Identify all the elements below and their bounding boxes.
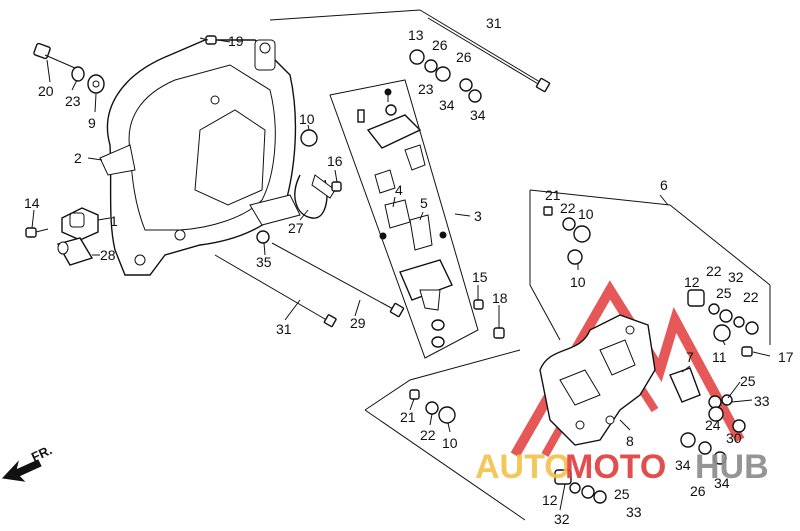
callout-8: 8 [626, 433, 634, 449]
bracket-6-parts [543, 206, 759, 357]
stud-31-lower [214, 254, 337, 328]
watermark-text-hub: HUB [695, 448, 769, 486]
callout-32-bottom: 32 [554, 511, 570, 527]
callout-26-a: 26 [432, 37, 448, 53]
callout-31-upper: 31 [486, 15, 502, 31]
callout-labels: 19 20 23 9 2 14 1 28 35 31 29 27 10 16 4… [24, 15, 794, 527]
callout-34-c: 34 [675, 457, 691, 473]
bracket-3-parts [357, 88, 453, 348]
bolt-15 [473, 299, 484, 310]
callout-1: 1 [110, 213, 118, 229]
leader-lines [31, 39, 771, 511]
callout-26-b: 26 [456, 49, 472, 65]
callout-5: 5 [420, 195, 428, 211]
callout-23-left: 23 [65, 93, 81, 109]
callout-25-mid: 25 [740, 373, 756, 389]
callout-22-bottom: 22 [420, 427, 436, 443]
callout-13: 13 [408, 27, 424, 43]
callout-11: 11 [712, 349, 727, 365]
washer-23-left [71, 66, 85, 82]
callout-21-bottom: 21 [400, 409, 416, 425]
callout-28: 28 [100, 247, 116, 263]
callout-22-c: 22 [743, 289, 759, 305]
callout-12-right: 12 [684, 274, 700, 290]
callout-19: 19 [228, 33, 244, 49]
callout-12-bottom: 12 [542, 492, 558, 508]
callout-33-right: 33 [754, 393, 770, 409]
grommet-28 [56, 237, 94, 266]
bracket-group-frame-8 [364, 349, 526, 521]
gear-case-housing [99, 39, 301, 276]
callout-20: 20 [38, 83, 54, 99]
bracket-group-frame-3 [329, 79, 479, 359]
callout-15: 15 [472, 269, 488, 285]
bolt-14 [25, 227, 49, 238]
clamp-1 [61, 207, 99, 241]
lower-left-hardware [409, 389, 607, 504]
callout-9: 9 [88, 115, 96, 131]
callout-22-b: 22 [706, 263, 722, 279]
callout-16: 16 [327, 153, 343, 169]
callout-2: 2 [74, 150, 82, 166]
callout-34-a: 34 [439, 97, 455, 113]
group-frame-top [269, 9, 546, 86]
callout-33-bottom: 33 [626, 504, 642, 520]
callout-32-right: 32 [728, 269, 744, 285]
watermark-text: AUTO MOTO HUB [475, 448, 769, 486]
stud-29 [271, 242, 405, 318]
callout-26-c: 26 [690, 483, 706, 499]
callout-23-top: 23 [418, 81, 434, 97]
callout-17: 17 [778, 349, 794, 365]
callout-10-right: 10 [578, 206, 594, 222]
callout-10-top: 10 [299, 111, 315, 127]
callout-10-mid: 10 [570, 274, 586, 290]
bolt-16 [331, 181, 342, 192]
callout-34-b: 34 [470, 107, 486, 123]
callout-35: 35 [256, 254, 272, 270]
cable-clamp-27 [294, 174, 336, 219]
front-direction-label: FR. [29, 442, 54, 464]
front-direction-arrow: FR. [1, 442, 54, 482]
watermark-text-auto: AUTO [475, 448, 571, 486]
washer-35 [256, 230, 270, 244]
mounting-bracket-8 [539, 314, 656, 446]
callout-27: 27 [288, 220, 304, 236]
callout-10-bottom: 10 [442, 435, 458, 451]
callout-22-top: 22 [560, 200, 576, 216]
bracket-7 [669, 367, 701, 403]
callout-24: 24 [705, 417, 721, 433]
washer-stack-top [409, 49, 482, 103]
callout-31-lower: 31 [276, 321, 292, 337]
callout-25-bottom: 25 [614, 486, 630, 502]
collar-9 [87, 74, 105, 94]
callout-34-d: 34 [714, 475, 730, 491]
callout-29: 29 [350, 315, 366, 331]
bolt-19 [199, 35, 217, 45]
callout-14: 14 [24, 195, 40, 211]
lower-right-hardware [680, 394, 746, 465]
callout-30: 30 [726, 430, 742, 446]
bracket-group-frame-6 [529, 189, 771, 345]
stud-31-upper [427, 17, 551, 93]
callout-21-top: 21 [545, 187, 561, 203]
callout-4: 4 [395, 182, 403, 198]
collar-10-top [300, 129, 318, 147]
callout-25-right: 25 [716, 285, 732, 301]
callout-18: 18 [492, 290, 508, 306]
bolt-20 [33, 42, 76, 69]
callout-7: 7 [686, 349, 694, 365]
bolt-18 [493, 327, 505, 339]
watermark-text-moto: MOTO [565, 448, 666, 486]
callout-3: 3 [474, 208, 482, 224]
callout-6: 6 [660, 177, 668, 193]
